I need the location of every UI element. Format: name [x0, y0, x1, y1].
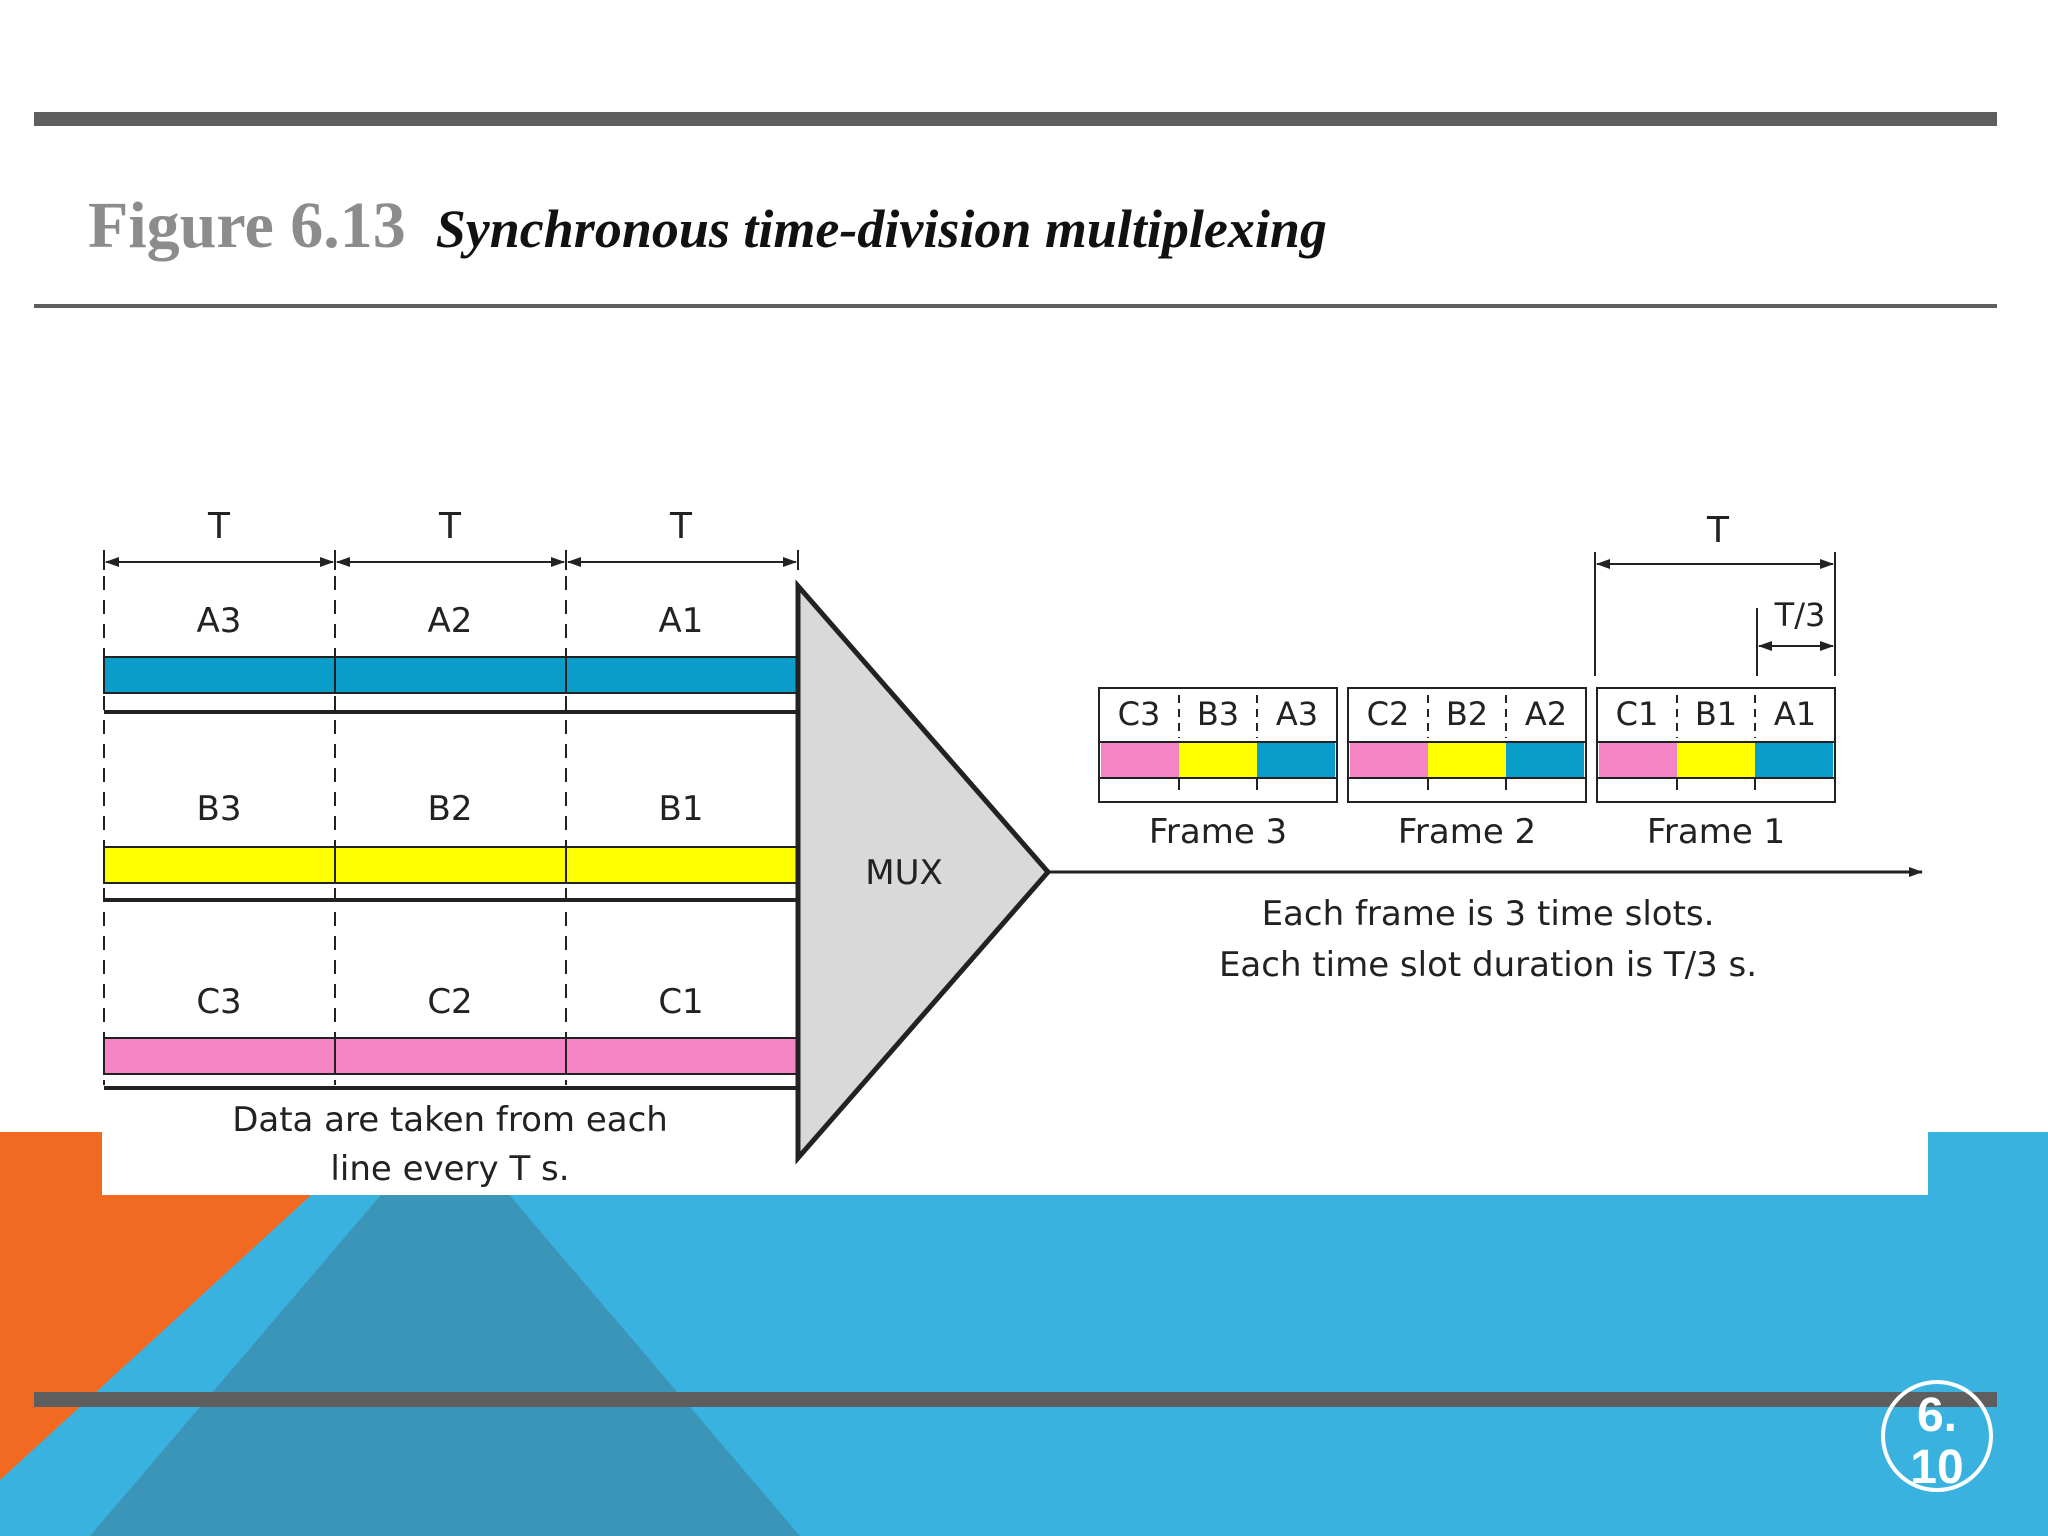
slot-duration-label: T/3 — [1774, 596, 1826, 634]
slide-number-badge: 6.10 — [1881, 1380, 1993, 1492]
line-b-unit-label: B2 — [428, 789, 473, 829]
frame-2-slot-label: C2 — [1367, 695, 1410, 733]
output-caption-line-1: Each frame is 3 time slots. — [1262, 894, 1715, 934]
period-label: T — [438, 506, 462, 547]
line-c-unit-label: C1 — [658, 982, 703, 1022]
period-label: T — [207, 506, 231, 547]
line-a-unit-label: A2 — [428, 601, 473, 641]
frame-1-slot-c1-color — [1599, 742, 1677, 778]
output-caption-line-2: Each time slot duration is T/3 s. — [1219, 945, 1757, 985]
mux-shape — [795, 579, 1052, 1165]
input-caption-line-1: Data are taken from each — [232, 1100, 668, 1140]
frame-2-slot-label: B2 — [1446, 695, 1488, 733]
frame-3-slot-b3-color — [1179, 742, 1257, 778]
figure-panel: T T T A3 A2 A1 B3 B2 B1 C3 C2 C1 Data ar… — [102, 490, 1928, 1195]
frame-1-slot-label: B1 — [1695, 695, 1737, 733]
slide-title: Figure 6.13 Synchronous time-division mul… — [88, 188, 1327, 264]
period-label: T — [669, 506, 693, 547]
frame-period-label: T — [1706, 510, 1730, 551]
slide-number: 6.10 — [1910, 1389, 1964, 1492]
line-b-unit-label: B1 — [659, 789, 704, 829]
figure-caption: Synchronous time-division multiplexing — [435, 199, 1327, 259]
line-a-unit-label: A3 — [197, 601, 242, 641]
line-c-unit-label: C2 — [427, 982, 472, 1022]
frame-2-slot-b2-color — [1428, 742, 1506, 778]
input-caption-line-2: line every T s. — [330, 1149, 569, 1189]
frame-3-slot-a3-color — [1257, 742, 1335, 778]
frame-3-slot-label: A3 — [1276, 695, 1318, 733]
frame-1-name: Frame 1 — [1647, 812, 1785, 852]
line-b-unit-label: B3 — [197, 789, 242, 829]
frame-3-slot-c3-color — [1101, 742, 1179, 778]
figure-number: Figure 6.13 — [88, 189, 406, 262]
frame-2-slot-a2-color — [1506, 742, 1584, 778]
tdm-diagram: T T T A3 A2 A1 B3 B2 B1 C3 C2 C1 Data ar… — [103, 506, 1923, 1189]
line-a-unit-label: A1 — [659, 601, 704, 641]
mux-label: MUX — [865, 853, 943, 893]
steel-blue-triangle — [90, 1190, 800, 1536]
frame-2-slot-c2-color — [1350, 742, 1428, 778]
frame-1-slot-b1-color — [1677, 742, 1755, 778]
frame-2-slot-label: A2 — [1525, 695, 1567, 733]
line-c-bar — [103, 1037, 799, 1075]
bottom-rule — [34, 1392, 1997, 1407]
line-c-unit-label: C3 — [196, 982, 241, 1022]
frame-1-slot-label: A1 — [1774, 695, 1816, 733]
frame-2-name: Frame 2 — [1398, 812, 1536, 852]
top-rule — [34, 112, 1997, 126]
line-b-bar — [103, 846, 799, 884]
frame-3-slot-label: B3 — [1197, 695, 1239, 733]
title-underline — [34, 304, 1997, 308]
line-a-bar — [103, 656, 799, 694]
frame-1-slot-label: C1 — [1616, 695, 1659, 733]
frame-1-slot-a1-color — [1755, 742, 1833, 778]
frame-3-name: Frame 3 — [1149, 812, 1287, 852]
frame-3-slot-label: C3 — [1118, 695, 1161, 733]
